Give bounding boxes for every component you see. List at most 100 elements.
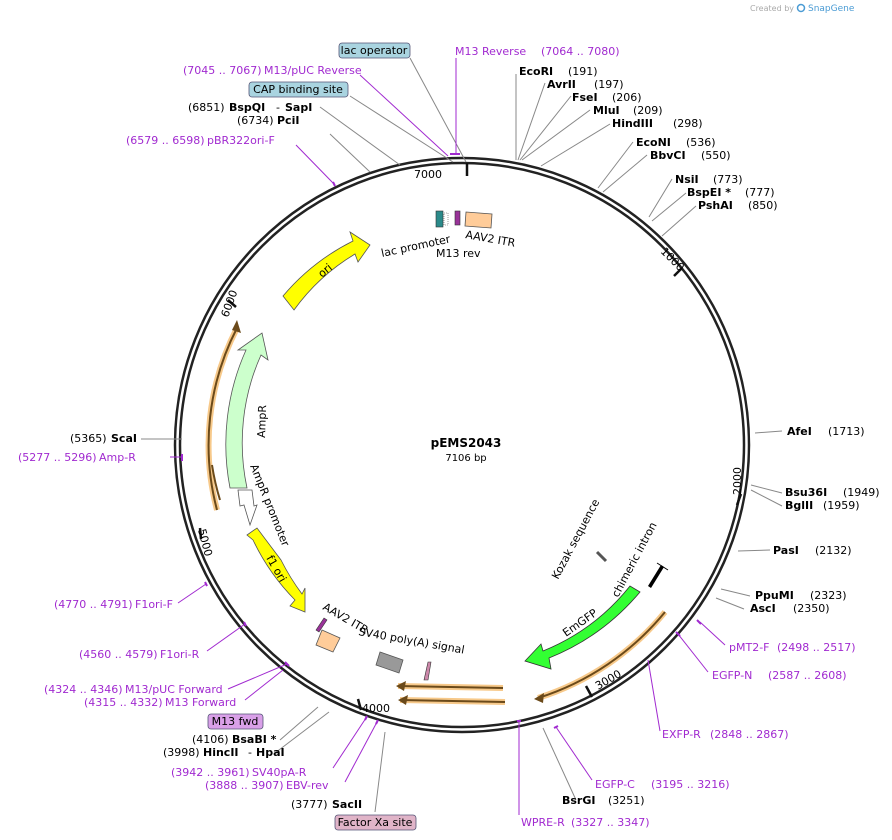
svg-text:(298): (298) [673, 117, 703, 130]
boxed-label-m13-fwd: M13 fwd [207, 713, 264, 730]
feature-amppromoter-arrow [237, 489, 258, 527]
svg-text:(4770 .. 4791): (4770 .. 4791) [54, 598, 133, 611]
svg-text:(4106): (4106) [192, 733, 229, 746]
svg-text:Amp-R: Amp-R [99, 451, 136, 464]
svg-text:HincII: HincII [203, 746, 239, 759]
svg-text:BspEI *: BspEI * [687, 186, 731, 199]
plasmid-name: pEMS2043 [431, 436, 502, 450]
svg-text:(3195 .. 3216): (3195 .. 3216) [651, 778, 730, 791]
site-mlui: MluI (209) [593, 104, 663, 117]
svg-text:SapI: SapI [285, 101, 312, 114]
svg-text:HindIII: HindIII [612, 117, 653, 130]
svg-text:(777): (777) [745, 186, 775, 199]
svg-text:(3327 .. 3347): (3327 .. 3347) [571, 816, 650, 829]
svg-text:(2587 .. 2608): (2587 .. 2608) [768, 669, 847, 682]
svg-text:lac operator: lac operator [341, 44, 408, 57]
svg-text:EGFP-C: EGFP-C [595, 778, 635, 791]
svg-text:PciI: PciI [277, 114, 299, 127]
svg-text:SacII: SacII [332, 798, 362, 811]
svg-text:HpaI: HpaI [256, 746, 285, 759]
svg-text:pMT2-F: pMT2-F [729, 641, 770, 654]
feature-small-pink [423, 661, 432, 681]
svg-text:F1ori-F: F1ori-F [135, 598, 173, 611]
orange-arc-tracks [205, 326, 668, 705]
svg-text:(850): (850) [748, 199, 778, 212]
svg-text:(1949): (1949) [843, 486, 880, 499]
ruler-tick-7000: 7000 [414, 168, 442, 181]
feature-lacpromoter-box [435, 210, 444, 228]
site-avrii: AvrII(197) [547, 78, 624, 91]
feature-ampr-arrow [225, 332, 269, 489]
feature-ampr-label: AmpR [255, 404, 269, 438]
watermark-prefix: Created by [750, 4, 794, 13]
primer-egfp-n: EGFP-N (2587 .. 2608) [712, 669, 847, 682]
svg-text:Bsu36I: Bsu36I [785, 486, 827, 499]
site-bsrgi: BsrGI(3251) [562, 794, 645, 807]
svg-text:AscI: AscI [750, 602, 776, 615]
primer-m13puc-reverse: (7045 .. 7067)M13/pUC Reverse [183, 64, 362, 77]
svg-text:CAP binding site: CAP binding site [253, 83, 343, 96]
svg-text:(4324 .. 4346): (4324 .. 4346) [44, 683, 123, 696]
feature-ori-arrow [282, 231, 371, 311]
site-sacii: (3777) SacII [291, 798, 362, 811]
svg-text:BglII: BglII [785, 499, 813, 512]
svg-text:-: - [248, 746, 252, 759]
primer-ebv-rev: (3888 .. 3907)EBV-rev [205, 779, 329, 792]
svg-text:M13/pUC Forward: M13/pUC Forward [125, 683, 223, 696]
svg-text:(4560 .. 4579): (4560 .. 4579) [79, 648, 158, 661]
svg-text:(197): (197) [594, 78, 624, 91]
svg-text:PshAI: PshAI [698, 199, 733, 212]
svg-text:MluI: MluI [593, 104, 620, 117]
svg-text:(7064 .. 7080): (7064 .. 7080) [541, 45, 620, 58]
svg-text:(6851): (6851) [188, 101, 225, 114]
primer-m13puc-forward: (4324 .. 4346)M13/pUC Forward [44, 683, 223, 696]
svg-text:M13 fwd: M13 fwd [212, 715, 259, 728]
site-ppumi: PpuMI (2323) [755, 589, 847, 602]
svg-text:(191): (191) [568, 65, 598, 78]
svg-text:M13 Reverse: M13 Reverse [455, 45, 526, 58]
svg-text:SV40pA-R: SV40pA-R [252, 766, 307, 779]
svg-text:(3777): (3777) [291, 798, 328, 811]
site-asci: AscI(2350) [750, 602, 830, 615]
primer-pmt2-f: pMT2-F(2498 .. 2517) [729, 641, 856, 654]
svg-text:(5277 .. 5296): (5277 .. 5296) [18, 451, 97, 464]
svg-text:EBV-rev: EBV-rev [286, 779, 329, 792]
orange-arc-arrowheads [232, 320, 544, 705]
svg-text:(206): (206) [612, 91, 642, 104]
site-ecori: EcoRI (191) [519, 65, 598, 78]
svg-text:(2132): (2132) [815, 544, 852, 557]
svg-text:NsiI: NsiI [675, 173, 699, 186]
site-bspei: BspEI * (777) [687, 186, 775, 199]
feature-chimericintron-label: chimeric intron [609, 520, 659, 599]
feature-aav2itr-bottom [315, 629, 341, 653]
svg-text:EcoRI: EcoRI [519, 65, 553, 78]
site-afei: AfeI(1713) [787, 425, 865, 438]
svg-text:(3251): (3251) [608, 794, 645, 807]
svg-text:EGFP-N: EGFP-N [712, 669, 752, 682]
feature-aav2itr-top [464, 211, 493, 229]
svg-text:(3942 .. 3961): (3942 .. 3961) [171, 766, 250, 779]
svg-text:PpuMI: PpuMI [755, 589, 794, 602]
ruler [198, 163, 743, 711]
svg-text:(536): (536) [686, 136, 716, 149]
primer-wpre-r: WPRE-R(3327 .. 3347) [521, 816, 650, 829]
site-econi: EcoNI (536) [636, 136, 716, 149]
ruler-tick-6000: 6000 [219, 288, 241, 319]
primer-pbr322ori-f: (6579 .. 6598)pBR322ori-F [126, 134, 275, 147]
primer-f1ori-f: (4770 .. 4791)F1ori-F [54, 598, 173, 611]
svg-text:(209): (209) [633, 104, 663, 117]
site-hindiii: HindIII (298) [612, 117, 703, 130]
svg-text:EcoNI: EcoNI [636, 136, 671, 149]
site-bbvci: BbvCI(550) [650, 149, 731, 162]
feature-sv40pa-box [375, 651, 404, 674]
svg-text:AfeI: AfeI [787, 425, 812, 438]
svg-text:(7045 .. 7067): (7045 .. 7067) [183, 64, 262, 77]
svg-text:Factor Xa site: Factor Xa site [338, 816, 413, 829]
boxed-label-cap-binding-site: CAP binding site [248, 81, 349, 98]
svg-text:(550): (550) [701, 149, 731, 162]
svg-text:pBR322ori-F: pBR322ori-F [207, 134, 275, 147]
primer-egfp-c: EGFP-C (3195 .. 3216) [595, 778, 730, 791]
feature-m13rev-label: M13 rev [436, 247, 481, 260]
svg-text:(2323): (2323) [810, 589, 847, 602]
